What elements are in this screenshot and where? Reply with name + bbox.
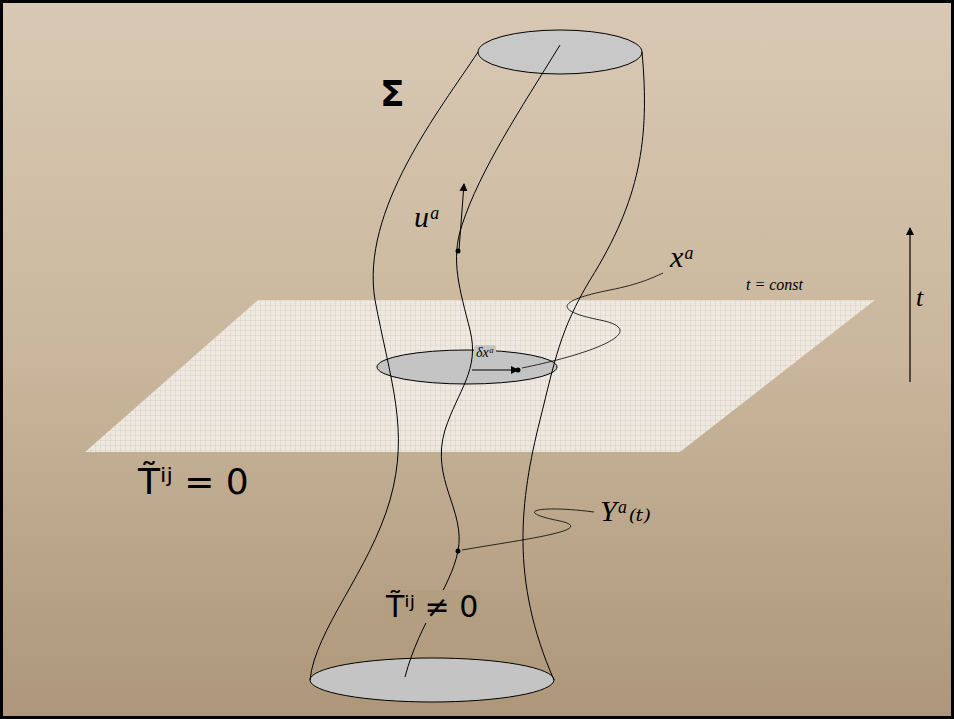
vector-label: δxᵃ — [474, 345, 496, 360]
tube-left-boundary — [310, 52, 478, 680]
curve-label: Yᵃ₍ₜ₎ — [598, 494, 653, 527]
vector-label: uᵃ — [412, 200, 443, 233]
axis-label: t — [914, 284, 925, 313]
point-dot — [456, 549, 461, 554]
region-label: T̃ⁱʲ = 0 — [136, 462, 251, 502]
point-dot — [456, 249, 461, 254]
top-cap — [478, 30, 642, 74]
slice-label: t = const — [744, 276, 805, 294]
time-axis — [909, 228, 910, 382]
worldline — [405, 45, 560, 677]
tube-right-boundary — [523, 52, 644, 680]
region-label: T̃ⁱʲ ≠ 0 — [384, 590, 480, 623]
slice-section — [377, 350, 557, 384]
leader-line — [522, 273, 663, 368]
velocity-vector — [459, 184, 464, 250]
leader-line — [462, 509, 594, 550]
displacement-vector — [472, 370, 518, 371]
point-label: xᵃ — [668, 240, 697, 273]
bottom-cap — [310, 658, 554, 702]
tube-name: Σ — [378, 74, 407, 114]
time-slice-plane — [85, 300, 875, 452]
